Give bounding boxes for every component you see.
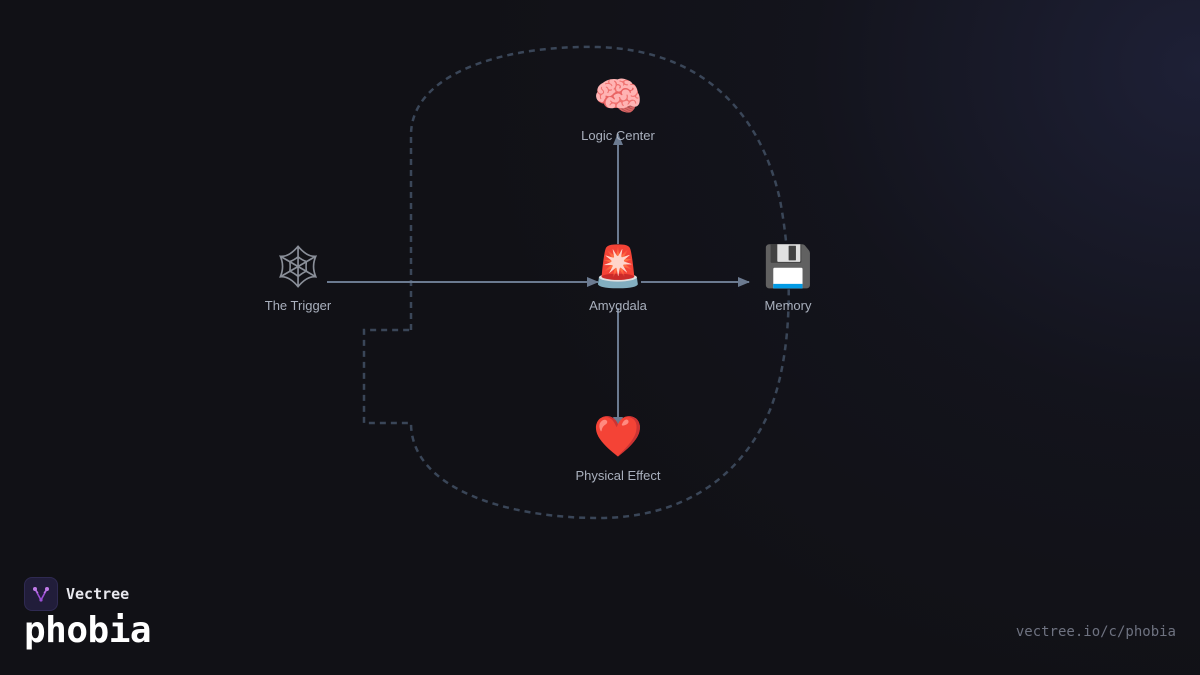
node-label-logic: Logic Center xyxy=(581,128,655,143)
node-label-physical: Physical Effect xyxy=(575,468,661,483)
node-label-trigger: The Trigger xyxy=(264,298,332,313)
edges-layer xyxy=(327,133,750,429)
brain-icon: 🧠 xyxy=(593,74,643,120)
floppy-disk-icon: 💾 xyxy=(763,244,813,290)
page-title: phobia xyxy=(24,610,152,651)
heart-icon: ❤️ xyxy=(593,414,643,460)
vectree-logo-icon xyxy=(24,577,58,611)
spider-web-icon: 🕸 xyxy=(271,242,325,291)
page-url[interactable]: vectree.io/c/phobia xyxy=(1015,624,1176,640)
siren-icon: 🚨 xyxy=(593,244,643,290)
brain-boundary xyxy=(362,45,790,520)
node-label-amygdala: Amygdala xyxy=(589,298,647,313)
brand-name: Vectree xyxy=(66,585,130,603)
node-label-memory: Memory xyxy=(764,298,812,313)
